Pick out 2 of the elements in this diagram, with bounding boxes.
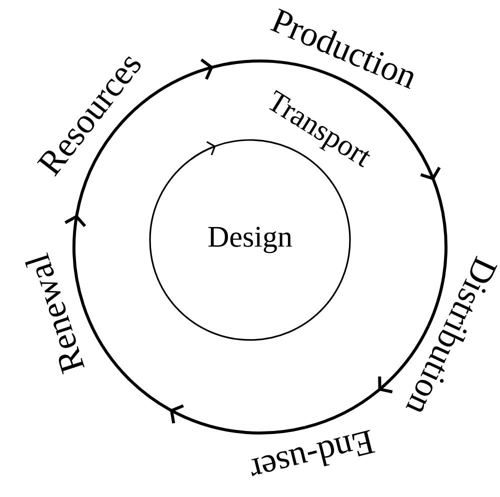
stage-label: Renewal	[25, 252, 85, 374]
stage-label: End-user	[251, 430, 376, 476]
